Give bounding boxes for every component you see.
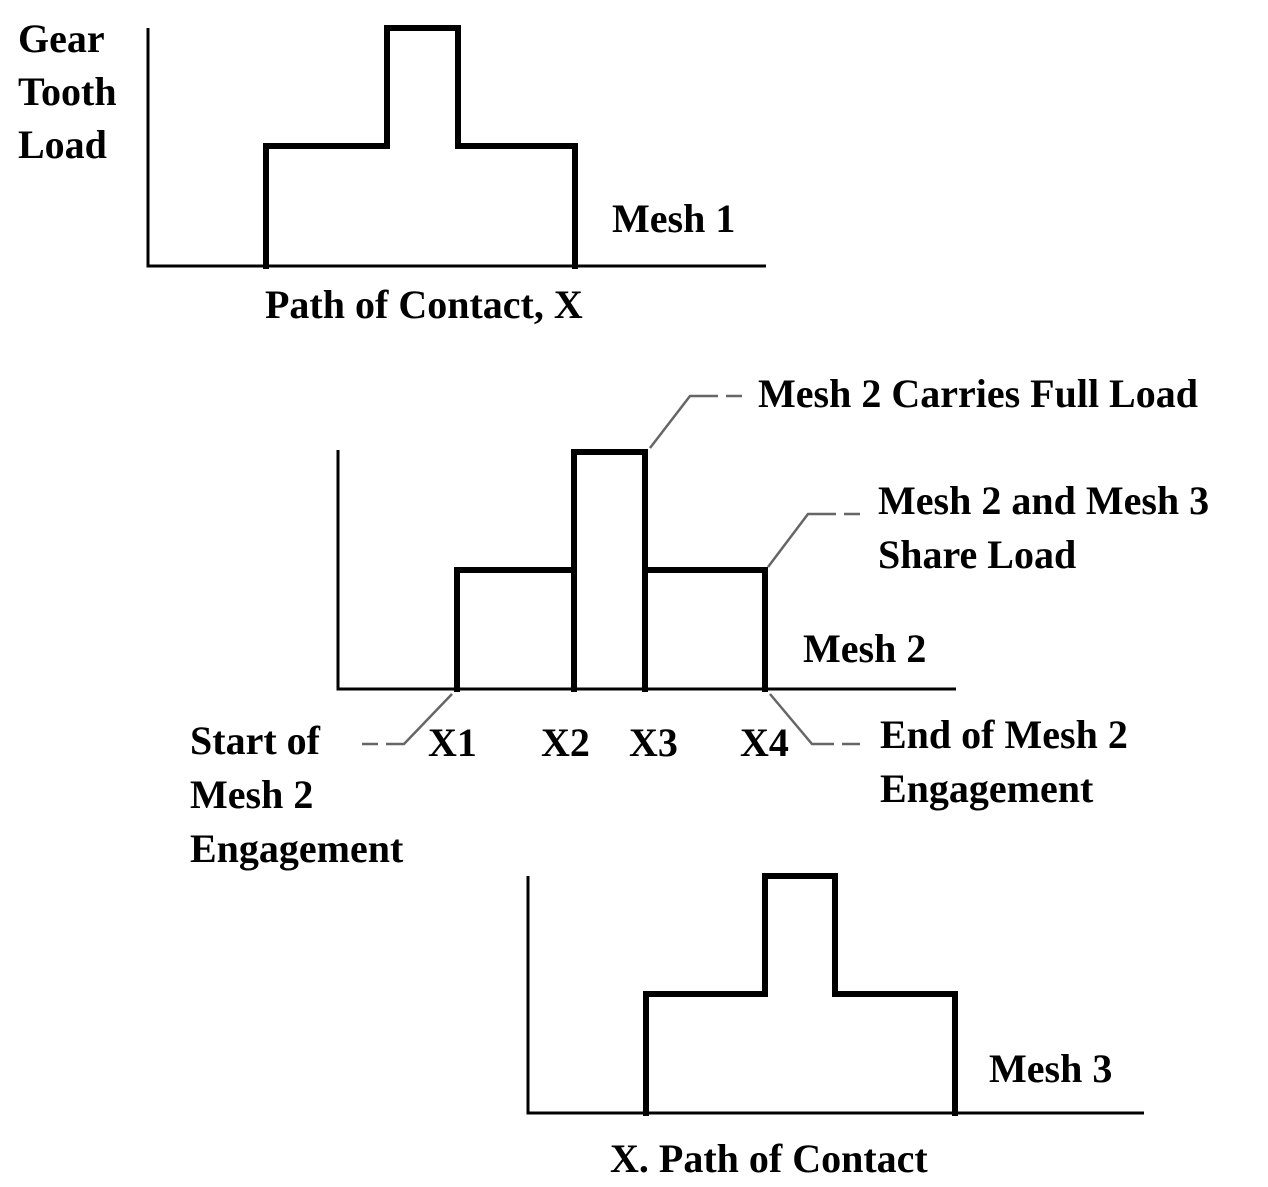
mesh1-plot xyxy=(146,25,766,269)
callout-start-line-2: Mesh 2 xyxy=(190,772,313,817)
tick-x3: X3 xyxy=(629,720,678,765)
mesh2-axes xyxy=(336,450,956,691)
mesh3-axes xyxy=(526,876,1144,1115)
callout-end-line-1: End of Mesh 2 xyxy=(880,712,1128,757)
mesh3-load-profile xyxy=(643,873,958,1116)
callout-start-line-3: Engagement xyxy=(190,826,404,871)
y-axis-label-line-1: Gear xyxy=(18,16,105,61)
mesh1-x-axis-label: Path of Contact, X xyxy=(265,282,583,327)
mesh1-label: Mesh 1 xyxy=(612,196,735,241)
leader-full-load xyxy=(649,394,742,449)
mesh3-x-axis-label: X. Path of Contact xyxy=(610,1136,928,1181)
leader-start-engagement xyxy=(362,693,453,746)
mesh3-plot xyxy=(526,873,1144,1116)
callout-end-line-2: Engagement xyxy=(880,766,1094,811)
callout-full-load: Mesh 2 Carries Full Load xyxy=(758,371,1198,416)
tick-x1: X1 xyxy=(428,720,477,765)
mesh2-load-profile xyxy=(454,449,768,692)
y-axis-label-line-3: Load xyxy=(18,122,107,167)
mesh2-label: Mesh 2 xyxy=(803,626,926,671)
leader-share-load xyxy=(767,512,860,568)
callout-share-load-line-2: Share Load xyxy=(878,532,1076,577)
leader-end-engagement xyxy=(769,693,860,746)
mesh1-load-profile xyxy=(263,25,578,269)
tick-x4: X4 xyxy=(740,720,789,765)
mesh3-label: Mesh 3 xyxy=(989,1046,1112,1091)
callout-start-line-1: Start of xyxy=(190,718,321,763)
mesh2-plot xyxy=(336,449,956,692)
callout-share-load-line-1: Mesh 2 and Mesh 3 xyxy=(878,478,1209,523)
tick-x2: X2 xyxy=(541,720,590,765)
mesh1-axes xyxy=(146,28,766,268)
y-axis-label-line-2: Tooth xyxy=(18,69,117,114)
